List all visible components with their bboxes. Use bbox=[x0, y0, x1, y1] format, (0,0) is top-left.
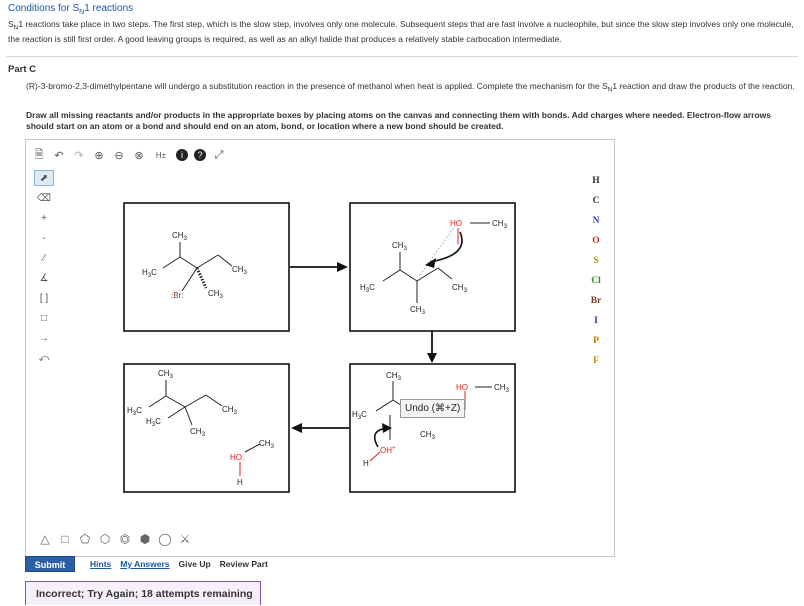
element-S[interactable]: S bbox=[593, 256, 599, 266]
benzene-icon[interactable]: ⏣ bbox=[119, 532, 131, 546]
reactant-molecule bbox=[162, 242, 233, 292]
plus-charge-icon[interactable]: + bbox=[41, 212, 47, 224]
divider bbox=[6, 56, 798, 57]
submit-button[interactable]: Submit bbox=[25, 556, 75, 572]
redo-icon[interactable]: ↷ bbox=[74, 149, 84, 162]
label-ch3-right-3: CH3 bbox=[222, 405, 238, 416]
element-H[interactable]: H bbox=[592, 176, 600, 186]
curved-arrow-icon[interactable]: ⤺ bbox=[38, 352, 50, 364]
intro-paragraph: SN1 reactions take place in two steps. T… bbox=[8, 19, 794, 44]
label-ch3-top-4: CH3 bbox=[386, 371, 402, 382]
template-icon[interactable]: ⚔ bbox=[179, 532, 191, 546]
pentagon-icon[interactable]: ⬠ bbox=[79, 532, 91, 546]
feedback-banner: Incorrect; Try Again; 18 attempts remain… bbox=[25, 581, 261, 605]
question-text: (R)-3-bromo-2,3-dimethylpentane will und… bbox=[26, 81, 795, 94]
box-product[interactable] bbox=[123, 363, 290, 493]
element-Cl[interactable]: Cl bbox=[591, 276, 601, 286]
element-C[interactable]: C bbox=[592, 196, 600, 206]
hydrogen-toggle[interactable]: H± bbox=[155, 150, 167, 160]
label-oh-plus: OH+ bbox=[380, 446, 396, 455]
review-part-link[interactable]: Review Part bbox=[219, 559, 268, 569]
curved-arrow-1 bbox=[429, 231, 463, 263]
label-ch3-top-3: CH3 bbox=[158, 369, 174, 380]
element-O[interactable]: O bbox=[592, 236, 600, 246]
label-ch3-bottom-2: CH3 bbox=[410, 305, 426, 316]
label-h-4: H bbox=[363, 459, 369, 468]
section-title: Conditions for SN1 reactions bbox=[8, 3, 134, 16]
box-reactant[interactable] bbox=[123, 202, 290, 332]
bond-types-icon[interactable]: ∡ bbox=[39, 272, 49, 284]
label-ho-4: HO bbox=[456, 383, 468, 392]
eraser-icon[interactable]: ⌫ bbox=[36, 192, 52, 204]
carbocation-molecule bbox=[382, 222, 490, 303]
label-ch3-bottom: CH3 bbox=[208, 289, 224, 300]
help-icon[interactable]: ? bbox=[194, 149, 206, 161]
label-bromine: :Br: bbox=[171, 291, 183, 300]
label-methanol-ch3: CH3 bbox=[492, 219, 508, 230]
label-ch3-bottom-4: CH3 bbox=[420, 430, 436, 441]
zoom-reset-icon[interactable]: ⊗ bbox=[134, 149, 144, 162]
label-h3c-3a: H3C bbox=[127, 406, 142, 417]
reaction-arrow-down bbox=[427, 331, 437, 363]
undo-tooltip: Undo (⌘+Z) bbox=[400, 399, 466, 418]
expand-icon[interactable]: ⤢ bbox=[214, 148, 224, 161]
info-icon[interactable]: i bbox=[176, 149, 188, 161]
give-up-link[interactable]: Give Up bbox=[178, 559, 211, 569]
heptagon-icon[interactable]: ⬢ bbox=[139, 532, 151, 546]
product-molecule bbox=[148, 380, 261, 476]
label-h3c: H3C bbox=[142, 268, 157, 279]
rectangle-icon[interactable]: □ bbox=[40, 312, 48, 324]
zoom-in-icon[interactable]: ⊕ bbox=[94, 149, 104, 162]
element-palette: H C N O S Cl Br I P F bbox=[586, 174, 606, 369]
new-doc-icon[interactable]: 🗎 bbox=[34, 148, 44, 161]
label-ch3-bottom-3: CH3 bbox=[190, 427, 206, 438]
curved-arrow-1-head bbox=[425, 258, 436, 268]
label-ch3-right: CH3 bbox=[232, 265, 248, 276]
minus-charge-icon[interactable]: - bbox=[42, 232, 46, 244]
element-N[interactable]: N bbox=[592, 216, 600, 226]
part-label: Part C bbox=[8, 64, 36, 75]
label-ch3-right-2: CH3 bbox=[452, 283, 468, 294]
my-answers-link[interactable]: My Answers bbox=[120, 559, 170, 569]
reaction-arrow-right bbox=[290, 262, 348, 272]
single-bond-icon[interactable]: ∕ bbox=[43, 252, 45, 264]
label-h-3: H bbox=[237, 478, 243, 487]
shape-toolbar: △ □ ⬠ ⬡ ⏣ ⬢ ◯ ⚔ bbox=[38, 530, 192, 548]
reaction-arrow-left bbox=[291, 423, 349, 433]
label-methanol-ho-3: HO: bbox=[230, 453, 244, 462]
square-icon[interactable]: □ bbox=[61, 532, 69, 546]
label-ch3-top: CH3 bbox=[172, 231, 188, 242]
label-h3c-2: H3C bbox=[360, 283, 375, 294]
hints-link[interactable]: Hints bbox=[90, 559, 112, 569]
bracket-icon[interactable]: [ ] bbox=[39, 292, 49, 304]
label-h3c-3b: H3C bbox=[146, 417, 161, 428]
label-ch3-right-4: CH3 bbox=[494, 383, 510, 394]
element-I[interactable]: I bbox=[594, 316, 598, 326]
hexagon-icon[interactable]: ⬡ bbox=[99, 532, 111, 546]
element-F[interactable]: F bbox=[593, 356, 599, 366]
left-toolbar: ⬈ ⌫ + - ∕ ∡ [ ] □ → ⤺ bbox=[34, 170, 54, 366]
arrow-icon[interactable]: → bbox=[39, 332, 49, 344]
element-P[interactable]: P bbox=[593, 336, 599, 346]
box-intermediate-2[interactable] bbox=[349, 363, 516, 493]
answer-actions: Hints My Answers Give Up Review Part bbox=[90, 559, 268, 569]
undo-icon[interactable]: ↶ bbox=[54, 149, 64, 162]
select-tool-icon[interactable]: ⬈ bbox=[34, 170, 54, 186]
top-toolbar: 🗎 ↶ ↷ ⊕ ⊖ ⊗ H± i ? ⤢ bbox=[32, 147, 226, 163]
label-methanol-ho: HO bbox=[450, 219, 462, 228]
element-Br[interactable]: Br bbox=[590, 296, 602, 306]
label-ch3-top-2: CH3 bbox=[392, 241, 408, 252]
triangle-icon[interactable]: △ bbox=[40, 532, 50, 546]
label-h3c-4: H3C bbox=[352, 410, 367, 421]
instruction-text: Draw all missing reactants and/or produc… bbox=[26, 110, 771, 131]
zoom-out-icon[interactable]: ⊖ bbox=[114, 149, 124, 162]
label-methanol-ch3-3: CH3 bbox=[259, 439, 275, 450]
octagon-icon[interactable]: ◯ bbox=[158, 532, 172, 546]
curved-arrow-2-head bbox=[382, 423, 392, 433]
